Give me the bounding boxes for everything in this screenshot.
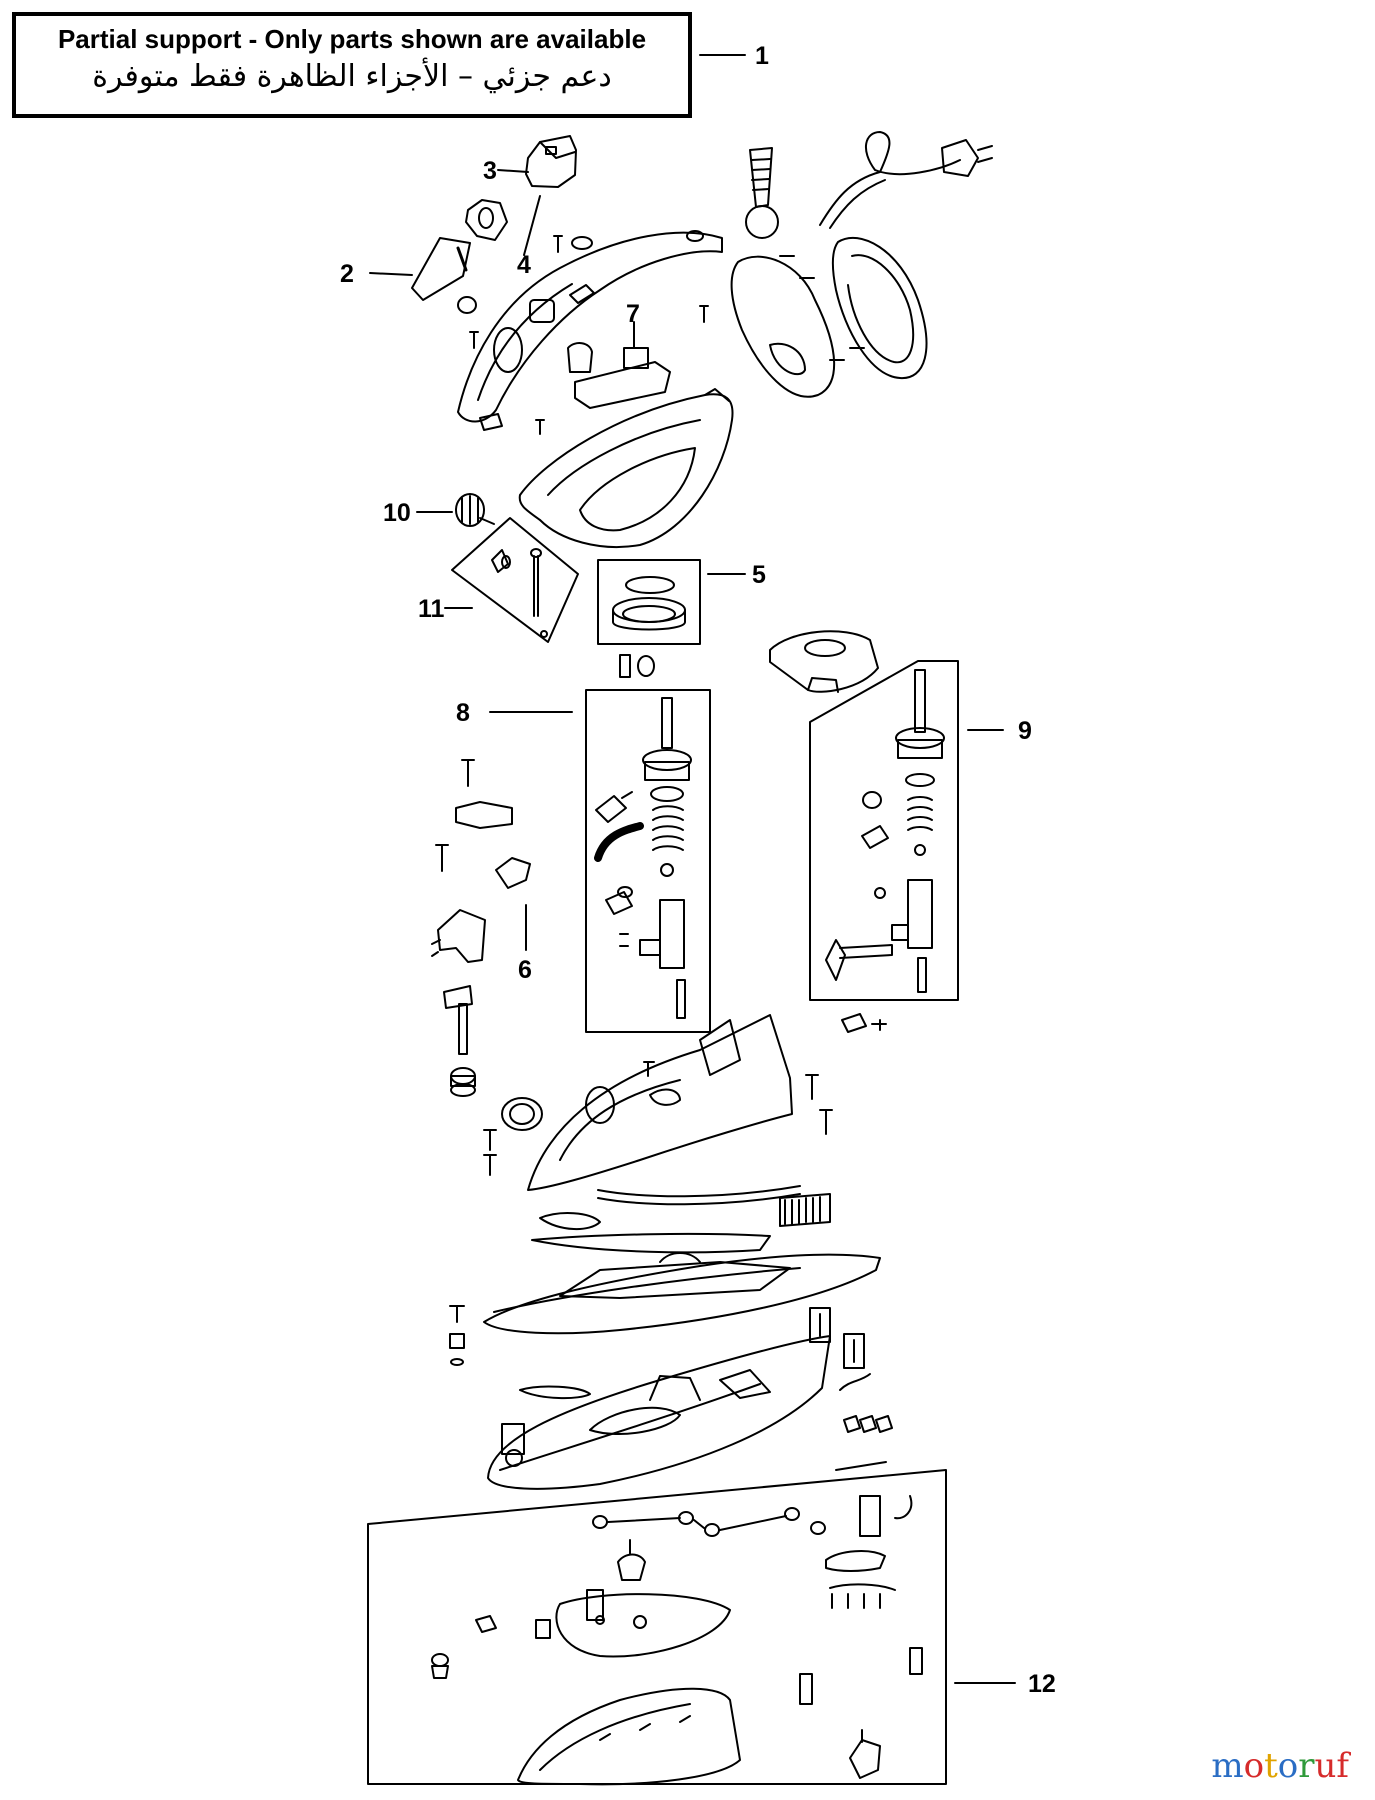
steam-tube bbox=[597, 1185, 831, 1227]
water-inlet-cap bbox=[769, 630, 879, 693]
watermark-letter: m bbox=[1211, 1746, 1244, 1786]
watermark-letter: u bbox=[1314, 1746, 1337, 1786]
power-cord bbox=[819, 131, 993, 229]
top-screws bbox=[457, 235, 709, 435]
part-3-cap bbox=[525, 135, 577, 188]
callout-12: 12 bbox=[1028, 1670, 1056, 1698]
left-screws bbox=[449, 1305, 465, 1366]
callout-leaders bbox=[369, 54, 1016, 1684]
motoruf-watermark: motoruf bbox=[1211, 1746, 1349, 1786]
callout-11: 11 bbox=[418, 595, 445, 623]
callout-3: 3 bbox=[483, 157, 497, 185]
callout-1: 1 bbox=[755, 42, 769, 70]
part-8-pump-assembly bbox=[585, 689, 711, 1033]
right-connectors bbox=[809, 1307, 865, 1369]
upper-body-shell bbox=[518, 388, 734, 548]
handle-assembly bbox=[457, 230, 723, 423]
callout-4: 4 bbox=[517, 251, 531, 279]
soleplate-cover bbox=[483, 1252, 881, 1335]
callout-2: 2 bbox=[340, 260, 354, 288]
heating-base bbox=[487, 1335, 893, 1490]
part-7-button-block bbox=[567, 342, 671, 409]
callout-6: 6 bbox=[518, 956, 532, 984]
part-4-switch-housing bbox=[465, 199, 508, 241]
part-12-soleplate-kit bbox=[367, 1469, 947, 1786]
notice-arabic: دعم جزئي – الأجزاء الظاهرة فقط متوفرة bbox=[92, 59, 612, 94]
part-6-selector-parts bbox=[431, 759, 531, 1097]
part-5-filter-kit bbox=[597, 559, 701, 645]
callout-8: 8 bbox=[456, 699, 470, 727]
small-connectors bbox=[619, 654, 655, 678]
watermark-letter: f bbox=[1336, 1746, 1349, 1786]
watermark-letter: t bbox=[1264, 1746, 1278, 1786]
rear-cover-plates bbox=[730, 236, 928, 398]
watermark-letter: o bbox=[1277, 1746, 1299, 1786]
steam-knob bbox=[745, 147, 779, 239]
part-11-thermostat-kit bbox=[451, 517, 579, 643]
notice-english: Partial support - Only parts shown are a… bbox=[57, 24, 647, 54]
gaskets bbox=[531, 1212, 771, 1254]
callout-10: 10 bbox=[383, 499, 411, 527]
callout-7: 7 bbox=[626, 300, 640, 328]
watermark-letter: r bbox=[1298, 1746, 1315, 1786]
watermark-letter: o bbox=[1243, 1746, 1265, 1786]
mid-chassis bbox=[483, 1014, 833, 1191]
callout-9: 9 bbox=[1018, 717, 1032, 745]
part-10-temperature-knob bbox=[455, 493, 495, 527]
callout-numbers: 1 2 3 4 5 6 7 8 9 10 11 12 bbox=[340, 42, 1056, 1698]
partial-support-notice: Partial support - Only parts shown are a… bbox=[12, 12, 692, 118]
callout-5: 5 bbox=[752, 561, 766, 589]
small-clips bbox=[841, 1013, 887, 1033]
part-9-pump-assembly bbox=[809, 660, 959, 1001]
part-2-side-cover bbox=[411, 237, 471, 301]
